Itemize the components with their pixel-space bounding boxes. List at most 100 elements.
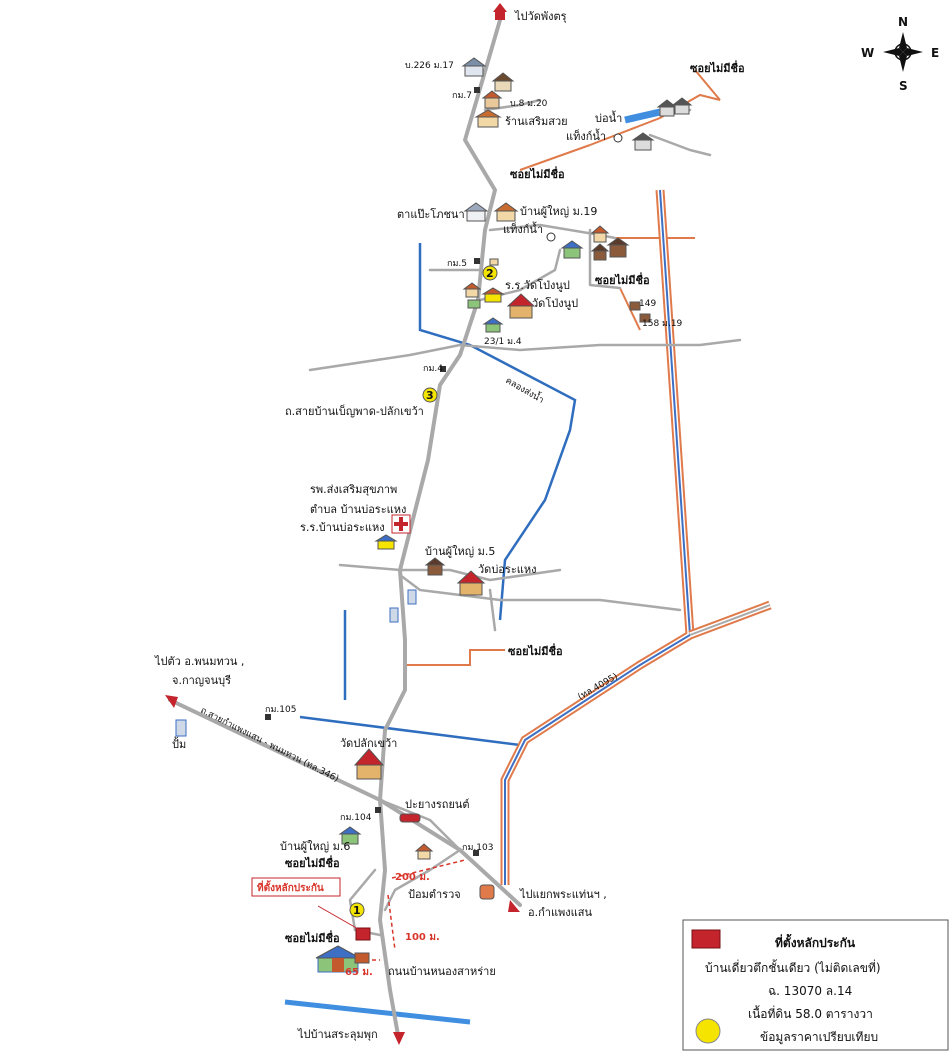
house-icon <box>629 301 641 311</box>
house-icon <box>414 843 434 860</box>
house-icon <box>424 557 446 576</box>
label-to-phanom-thuan-2: จ.กาญจนบุรี <box>172 674 231 687</box>
direction-arrows <box>165 3 520 1045</box>
label-water-tank-2: แท็งก์น้ำ <box>503 221 543 236</box>
label-headman-6: บ้านผู้ใหญ่ ม.6 <box>280 840 350 853</box>
arrow-west-icon <box>165 695 178 708</box>
label-soi-4: ซอยไม่มีชื่อ <box>508 643 563 658</box>
arrow-north-icon <box>495 10 505 20</box>
marker-2: 2 <box>482 265 498 281</box>
label-headman-19: บ้านผู้ใหญ่ ม.19 <box>520 205 597 218</box>
arrow-southeast-icon <box>508 900 520 912</box>
house-icon <box>481 90 503 109</box>
car-icon <box>399 813 421 823</box>
label-km103: กม.103 <box>462 843 493 853</box>
legend-comparison: ข้อมูลราคาเปรียบเทียบ <box>760 1030 878 1045</box>
label-soi-1: ซอยไม่มีชื่อ <box>690 60 745 75</box>
tower-icon <box>389 607 399 623</box>
label-wat-plak-khwao: วัดปลักเขว้า <box>340 737 397 750</box>
grey-roads <box>168 18 742 1037</box>
label-road-nong-sarai: ถนนบ้านหนองสาหร่าย <box>388 965 496 978</box>
house-icon <box>474 109 502 128</box>
label-no23: 23/1 ม.4 <box>484 337 522 347</box>
compass-n: N <box>898 15 908 29</box>
label-house-8: บ.8 ม.20 <box>510 99 548 109</box>
label-soi-2: ซอยไม่มีชื่อ <box>510 166 565 181</box>
label-km5: กม.5 <box>447 259 467 269</box>
canal-main <box>418 243 577 621</box>
label-school-pong-noop: ร.ร.วัดโป่งนูป <box>505 278 570 292</box>
label-hospital-2: ตำบล บ้านบ่อระแหง <box>310 503 406 516</box>
arrow-south-icon <box>393 1032 405 1045</box>
label-garage: ปะยางรถยนต์ <box>405 798 470 811</box>
canal-south <box>284 999 471 1025</box>
road-346 <box>168 698 522 907</box>
legend-site-label: ที่ตั้งหลักประกัน <box>775 933 856 950</box>
house-icon <box>463 202 489 222</box>
label-dist-65: 65 ม. <box>345 967 373 978</box>
svg-text:3: 3 <box>426 389 434 402</box>
house-icon <box>631 132 655 151</box>
legend-area: เนื้อที่ดิน 58.0 ตารางวา <box>748 1005 873 1021</box>
label-collateral-site: ที่ตั้งหลักประกัน <box>257 880 324 894</box>
pond-strip <box>624 108 661 124</box>
temple-icon <box>353 748 385 780</box>
house-icon <box>656 99 678 117</box>
label-canal: คลองส่งน้ำ <box>504 373 547 405</box>
hospital-icon <box>391 514 411 534</box>
house-icon <box>461 57 487 77</box>
label-school-bor-rahaeng: ร.ร.บ้านบ่อระแหง <box>300 521 385 534</box>
house-icon <box>606 237 630 258</box>
water-tank-icon <box>613 133 623 143</box>
map-labels: ไปวัดพังตรุ บ.226 ม.17 กม.7 บ.8 ม.20 ร้า… <box>154 10 745 1041</box>
house-icon <box>338 826 362 845</box>
canals <box>284 108 661 1025</box>
label-water-tank-1: แท็งก์น้ำ <box>566 128 606 143</box>
water-tank-icon <box>546 232 556 242</box>
house-icon <box>354 952 370 964</box>
collateral-site-marker <box>355 927 371 941</box>
label-headman-5: บ้านผู้ใหญ่ ม.5 <box>425 545 495 558</box>
house-icon <box>489 258 499 266</box>
pump-icon <box>175 719 187 737</box>
label-to-sa-lum-phuk: ไปบ้านสระลุมพุก <box>297 1028 378 1041</box>
police-box-icon <box>479 884 495 900</box>
label-grocery: ตาแป๊ะโภชนา <box>397 207 465 221</box>
label-km7: กม.7 <box>452 91 472 101</box>
temple-icon <box>506 293 536 319</box>
house-icon <box>639 313 651 323</box>
label-to-wat-pangtru: ไปวัดพังตรุ <box>514 10 567 23</box>
label-wat-pong-noop: วัดโป่งนูป <box>532 296 578 310</box>
label-km105: กม.105 <box>265 705 296 715</box>
label-pond: บ่อน้ำ <box>595 110 622 125</box>
label-to-kamphaeng-2: อ.กำแพงแสน <box>528 906 592 919</box>
label-to-phanom-thuan-1: ไปตัว อ.พนมทวน , <box>154 655 244 668</box>
house-icon <box>493 202 519 222</box>
house-icon <box>315 945 361 973</box>
canal-mid <box>299 715 521 747</box>
house-icon <box>491 72 515 92</box>
house-icon <box>560 240 584 259</box>
label-house-226: บ.226 ม.17 <box>405 61 454 71</box>
compass-w: W <box>861 46 874 60</box>
collateral-site-callout <box>251 877 341 897</box>
label-road-benchaphat: ถ.สายบ้านเบ็ญพาด-ปลักเขว้า <box>285 404 424 418</box>
temple-icon <box>456 570 486 596</box>
label-dist-200: 200 ม. <box>395 872 430 883</box>
label-hospital-1: รพ.ส่งเสริมสุขภาพ <box>310 483 397 496</box>
label-dist-100: 100 ม. <box>405 932 440 943</box>
svg-text:2: 2 <box>486 267 494 280</box>
house-icon <box>462 282 482 298</box>
label-to-kamphaeng-1: ไปแยกพระแท่นฯ , <box>519 888 607 901</box>
svg-text:1: 1 <box>353 904 361 917</box>
house-icon <box>467 299 481 309</box>
label-soi-3: ซอยไม่มีชื่อ <box>595 272 650 287</box>
house-icon <box>590 243 610 261</box>
house-icon <box>482 317 504 333</box>
compass-s: S <box>899 79 908 93</box>
school-icon <box>481 287 505 303</box>
label-salon: ร้านเสริมสวย <box>505 115 568 128</box>
legend-deed: ฉ. 13070 ล.14 <box>768 984 852 998</box>
